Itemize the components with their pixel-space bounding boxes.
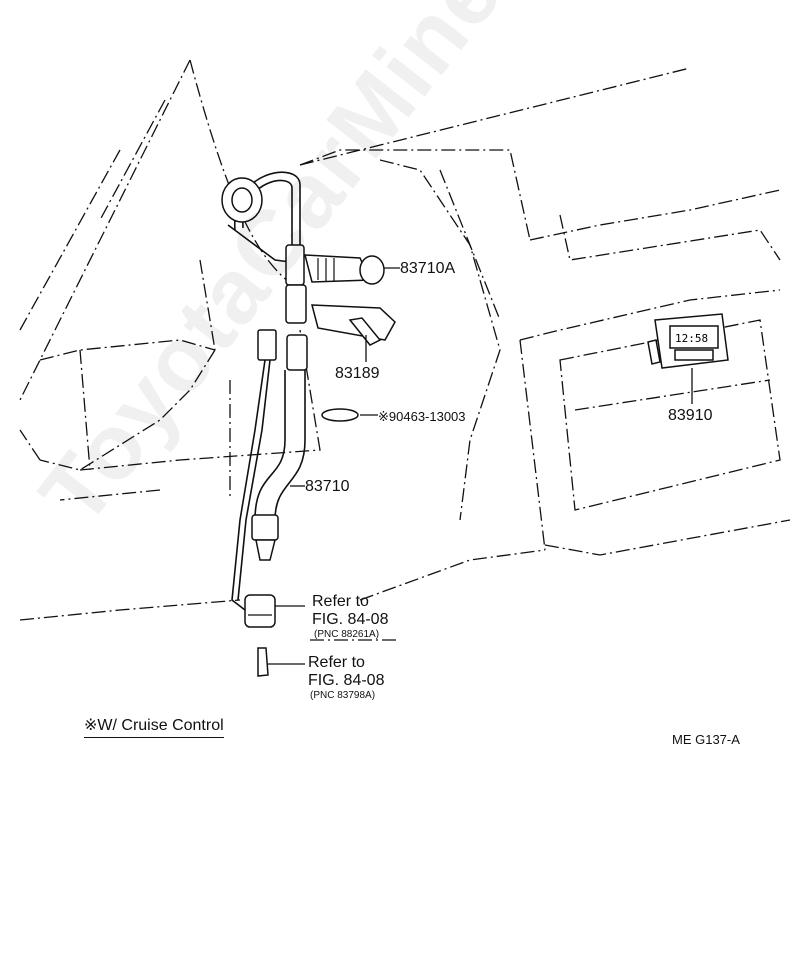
ref-2-pnc: (PNC 83798A)	[310, 690, 376, 701]
speedometer-cable-upper	[221, 171, 400, 324]
part-83189-switch	[311, 304, 396, 362]
refer-part-small	[257, 605, 305, 677]
part-83910-clock	[647, 313, 729, 404]
ref-2-line2: FIG. 84-08	[308, 672, 385, 689]
part-83710A-sensor	[304, 254, 385, 285]
dashboard-outline	[19, 59, 791, 641]
ref-1-line1: Refer to	[312, 593, 369, 610]
figure-code: ME G137-A	[672, 732, 740, 747]
label-83189: 83189	[335, 365, 380, 382]
footnote-cruise-control: ※W/ Cruise Control	[84, 716, 224, 738]
ref-2-line1: Refer to	[308, 654, 365, 671]
label-83710A: 83710A	[400, 260, 456, 277]
part-90463-clip	[321, 408, 378, 422]
label-83710: 83710	[305, 478, 350, 495]
ref-1-line2: FIG. 84-08	[312, 611, 389, 628]
label-90463-13003: ※90463-13003	[378, 409, 466, 424]
part-83710-cable	[251, 334, 308, 561]
ref-1-pnc: (PNC 88261A)	[314, 629, 380, 640]
wire-harness	[231, 329, 277, 628]
clock-display: 12:58	[675, 332, 708, 345]
label-83910: 83910	[668, 407, 713, 424]
